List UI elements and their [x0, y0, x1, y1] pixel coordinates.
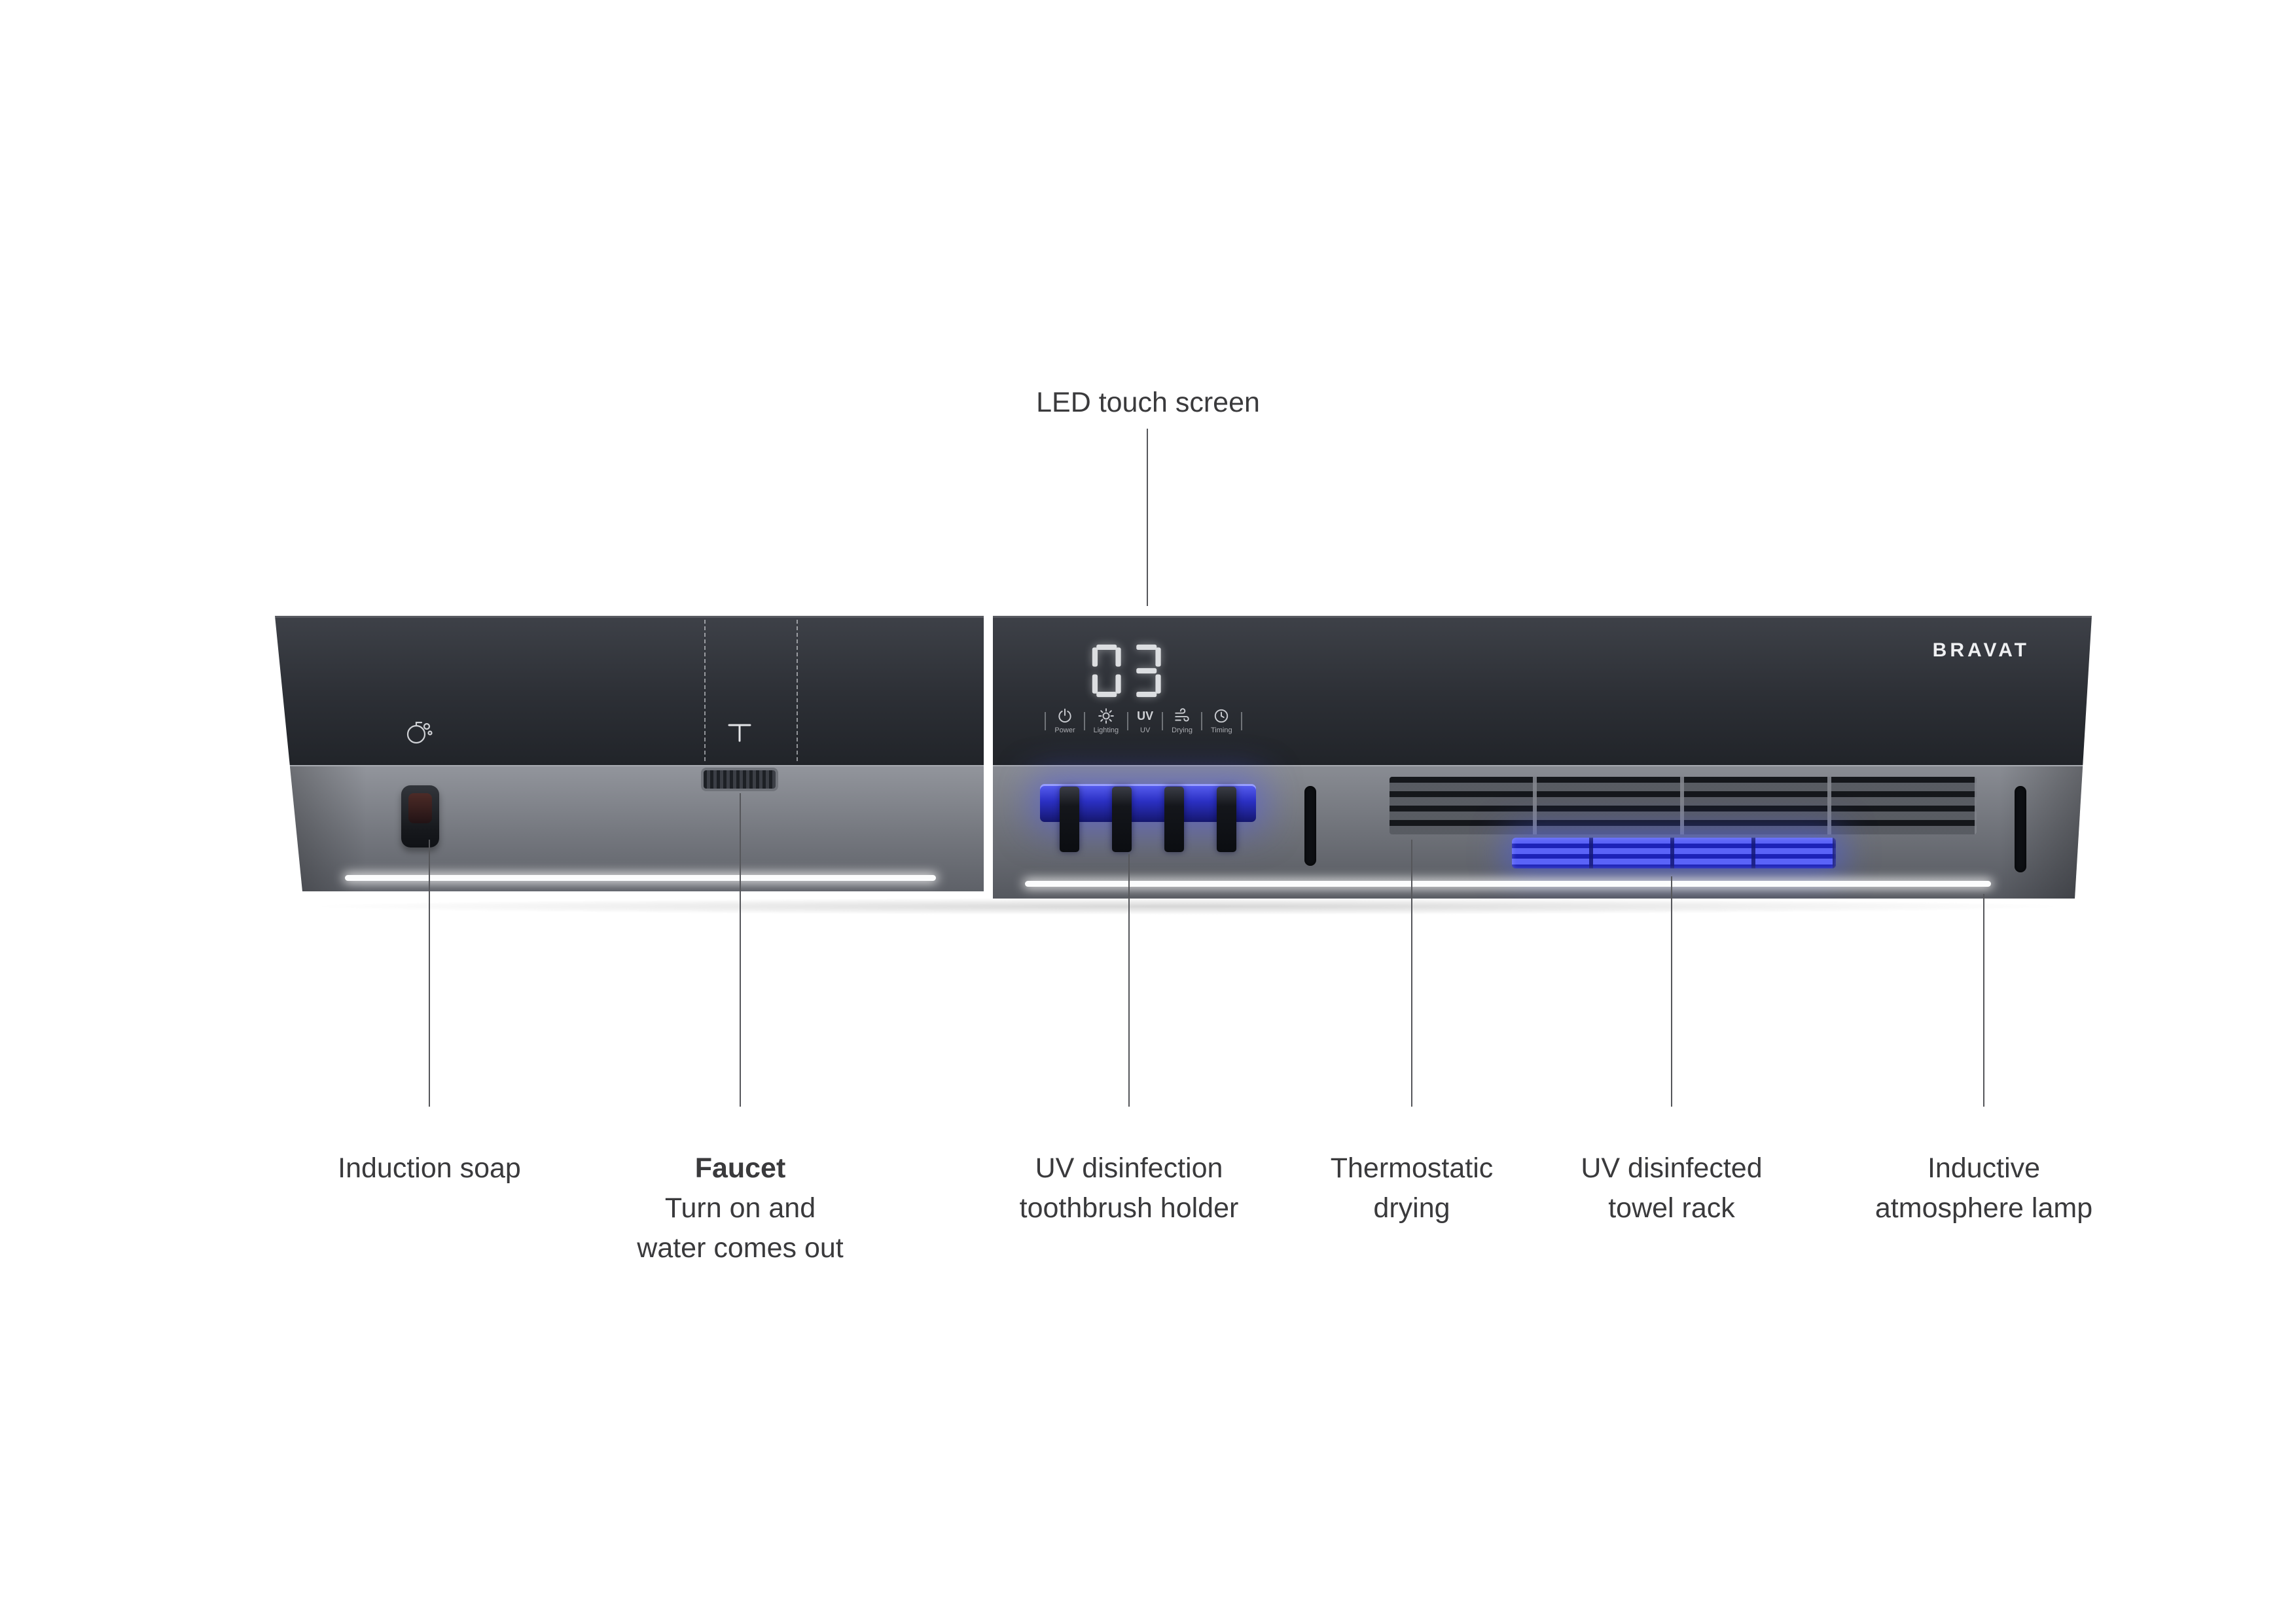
control-label: Timing: [1210, 726, 1232, 734]
uv-control: UV UV: [1137, 707, 1153, 734]
soap-dispenser-nozzle: [401, 785, 439, 847]
callout-text: Induction soap: [338, 1152, 521, 1184]
callout-line-thermostatic-drying: [1411, 840, 1412, 1107]
callout-title: Faucet: [694, 1152, 786, 1184]
soap-sensor-window: [408, 793, 432, 823]
callout-line-led-touch-screen: [1147, 429, 1148, 606]
right-front-panel: [993, 765, 2092, 899]
toothbrush-post: [1164, 787, 1184, 852]
timing-icon: [1213, 707, 1230, 724]
callout-text: Inductive: [1927, 1152, 2041, 1184]
control-separator: [1241, 712, 1242, 730]
callout-label-faucet: Faucet Turn on and water comes out: [637, 1149, 843, 1268]
callout-text: towel rack: [1608, 1192, 1735, 1224]
unit-right-module: Power Lighting UV UV: [993, 616, 2092, 899]
toothbrush-post: [1060, 787, 1079, 852]
callout-line-atmosphere-lamp: [1983, 894, 1984, 1107]
power-control: Power: [1054, 707, 1075, 734]
soap-dispenser-icon: [402, 715, 436, 752]
control-separator: [1045, 712, 1046, 730]
brand-logo: BRAVAT: [1932, 639, 2030, 661]
callout-label-atmosphere-lamp: Inductive atmosphere lamp: [1875, 1149, 2092, 1228]
faucet-icon: [723, 715, 757, 752]
left-top-panel: [275, 616, 984, 765]
control-separator: [1162, 712, 1163, 730]
unit-left-module: [275, 616, 984, 891]
faucet-spout: [701, 768, 778, 791]
led-strip-right: [1025, 881, 1991, 887]
callout-text: UV disinfection: [1035, 1152, 1223, 1184]
callout-line-faucet: [740, 793, 741, 1107]
toothbrush-post: [1112, 787, 1132, 852]
uv-icon: UV: [1137, 709, 1154, 722]
control-separator: [1127, 712, 1128, 730]
left-front-panel: [275, 765, 984, 891]
led-display: [1091, 643, 1162, 698]
uv-towel-rack: [1512, 838, 1836, 868]
lighting-icon: [1098, 707, 1115, 724]
unit-shadow: [301, 898, 2075, 915]
thermostatic-drying-vent: [1390, 777, 1977, 834]
display-digit-3: [1131, 643, 1162, 698]
control-label: Lighting: [1093, 726, 1119, 734]
atmosphere-lamp-slot: [2015, 786, 2026, 872]
toothbrush-post: [1217, 787, 1236, 852]
control-label: Drying: [1172, 726, 1193, 734]
callout-text: Thermostatic: [1330, 1152, 1494, 1184]
callout-text: toothbrush holder: [1019, 1192, 1239, 1224]
power-icon: [1056, 707, 1073, 724]
callout-text: drying: [1373, 1192, 1450, 1224]
callout-label-induction-soap: Induction soap: [338, 1149, 521, 1188]
display-digit-0: [1091, 643, 1122, 698]
control-label: Power: [1054, 726, 1075, 734]
callout-line-towel-rack: [1671, 876, 1672, 1107]
divider-slot: [1304, 786, 1316, 866]
control-label: UV: [1140, 726, 1151, 734]
callout-text: Turn on and: [664, 1192, 816, 1224]
timing-control: Timing: [1211, 707, 1232, 734]
touch-control-row: Power Lighting UV UV: [1032, 707, 1255, 734]
callout-label-toothbrush-holder: UV disinfection toothbrush holder: [1020, 1149, 1239, 1228]
drying-control: Drying: [1172, 707, 1193, 734]
callout-line-induction-soap: [429, 840, 430, 1107]
callout-label-led-touch-screen: LED touch screen: [1036, 387, 1260, 418]
control-separator: [1201, 712, 1202, 730]
right-top-panel: Power Lighting UV UV: [993, 616, 2092, 765]
led-strip-left: [345, 875, 936, 881]
faucet-guide-line-right: [797, 620, 798, 761]
callout-label-thermostatic-drying: Thermostatic drying: [1331, 1149, 1494, 1228]
callout-text: water comes out: [637, 1232, 844, 1264]
drying-icon: [1174, 707, 1191, 724]
lighting-control: Lighting: [1094, 707, 1119, 734]
callout-text: UV disinfected: [1581, 1152, 1763, 1184]
callout-line-toothbrush-holder: [1128, 854, 1130, 1107]
uv-toothbrush-holder: [1040, 784, 1256, 869]
control-separator: [1084, 712, 1085, 730]
faucet-guide-line-left: [704, 620, 706, 761]
callout-label-towel-rack: UV disinfected towel rack: [1581, 1149, 1762, 1228]
callout-text: atmosphere lamp: [1874, 1192, 2093, 1224]
